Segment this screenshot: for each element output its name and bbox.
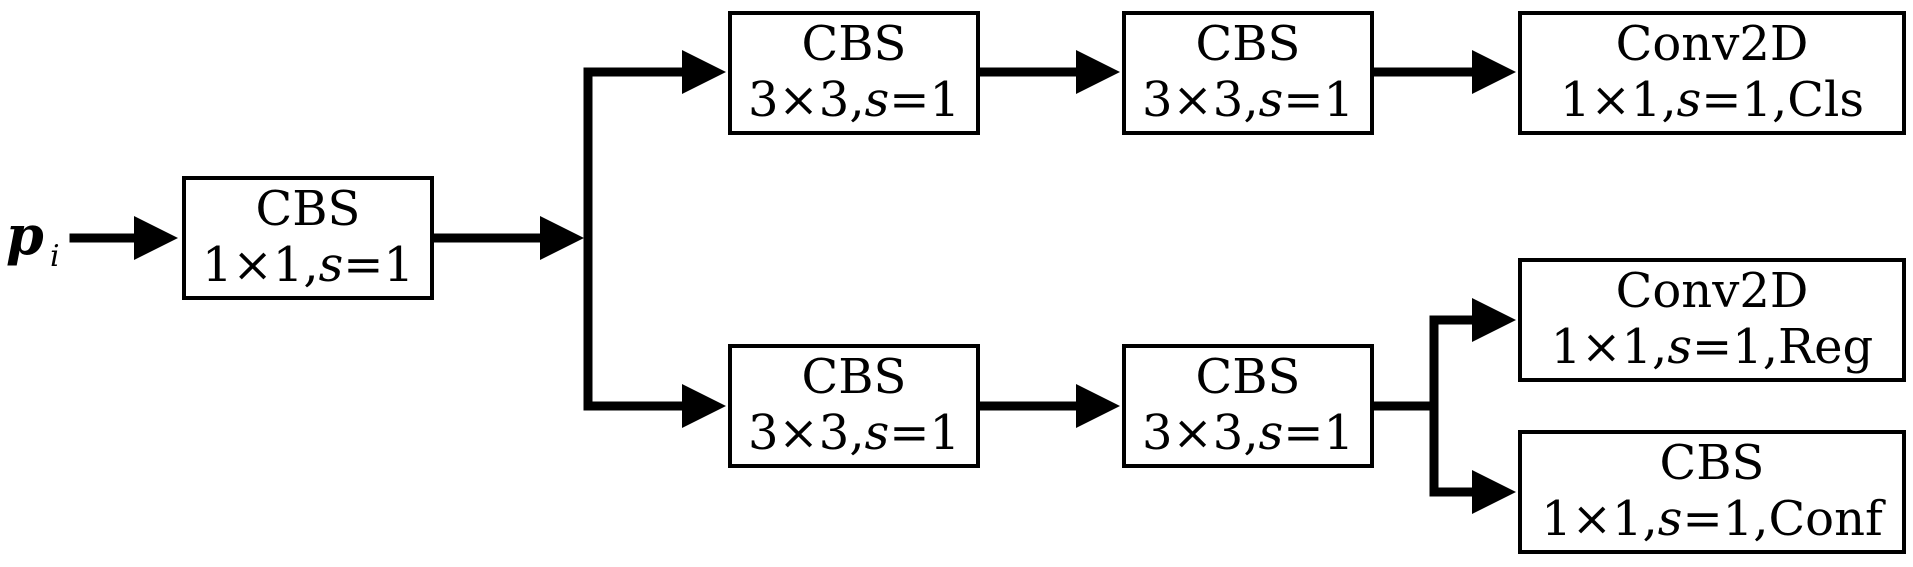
arrowhead <box>1472 470 1516 514</box>
cls-out-block: Conv2D 1×1,s=1,Cls <box>1518 11 1906 135</box>
input-subscript: i <box>50 239 60 274</box>
reg-conv1-block: CBS 3×3,s=1 <box>728 344 980 468</box>
reg-conv2-block: CBS 3×3,s=1 <box>1122 344 1374 468</box>
block-title: Conv2D <box>1616 16 1809 72</box>
connectors <box>69 50 1516 514</box>
arrowhead <box>1472 298 1516 342</box>
block-params: 3×3,s=1 <box>748 72 960 128</box>
arrowhead <box>134 216 178 260</box>
block-params: 1×1,s=1,Reg <box>1551 319 1874 375</box>
conf-out-block: CBS 1×1,s=1,Conf <box>1518 430 1906 554</box>
block-title: CBS <box>1660 435 1765 491</box>
cls-conv1-block: CBS 3×3,s=1 <box>728 11 980 135</box>
arrowhead <box>682 50 726 94</box>
block-params: 1×1,s=1 <box>202 237 414 293</box>
stem-block: CBS 1×1,s=1 <box>182 176 434 300</box>
block-title: CBS <box>256 181 361 237</box>
arrowhead <box>1076 50 1120 94</box>
arrowhead <box>1076 384 1120 428</box>
block-title: CBS <box>1196 16 1301 72</box>
block-title: Conv2D <box>1616 263 1809 319</box>
arrowhead <box>682 384 726 428</box>
block-params: 1×1,s=1,Cls <box>1560 72 1864 128</box>
reg-out-block: Conv2D 1×1,s=1,Reg <box>1518 258 1906 382</box>
block-params: 3×3,s=1 <box>748 405 960 461</box>
input-symbol: p <box>6 203 44 267</box>
arrowhead <box>1472 50 1516 94</box>
input-label: p i <box>6 203 60 274</box>
block-params: 3×3,s=1 <box>1142 405 1354 461</box>
block-title: CBS <box>1196 349 1301 405</box>
block-title: CBS <box>802 16 907 72</box>
block-params: 3×3,s=1 <box>1142 72 1354 128</box>
cls-conv2-block: CBS 3×3,s=1 <box>1122 11 1374 135</box>
block-params: 1×1,s=1,Conf <box>1541 491 1886 547</box>
block-title: CBS <box>802 349 907 405</box>
arrowhead <box>540 216 584 260</box>
